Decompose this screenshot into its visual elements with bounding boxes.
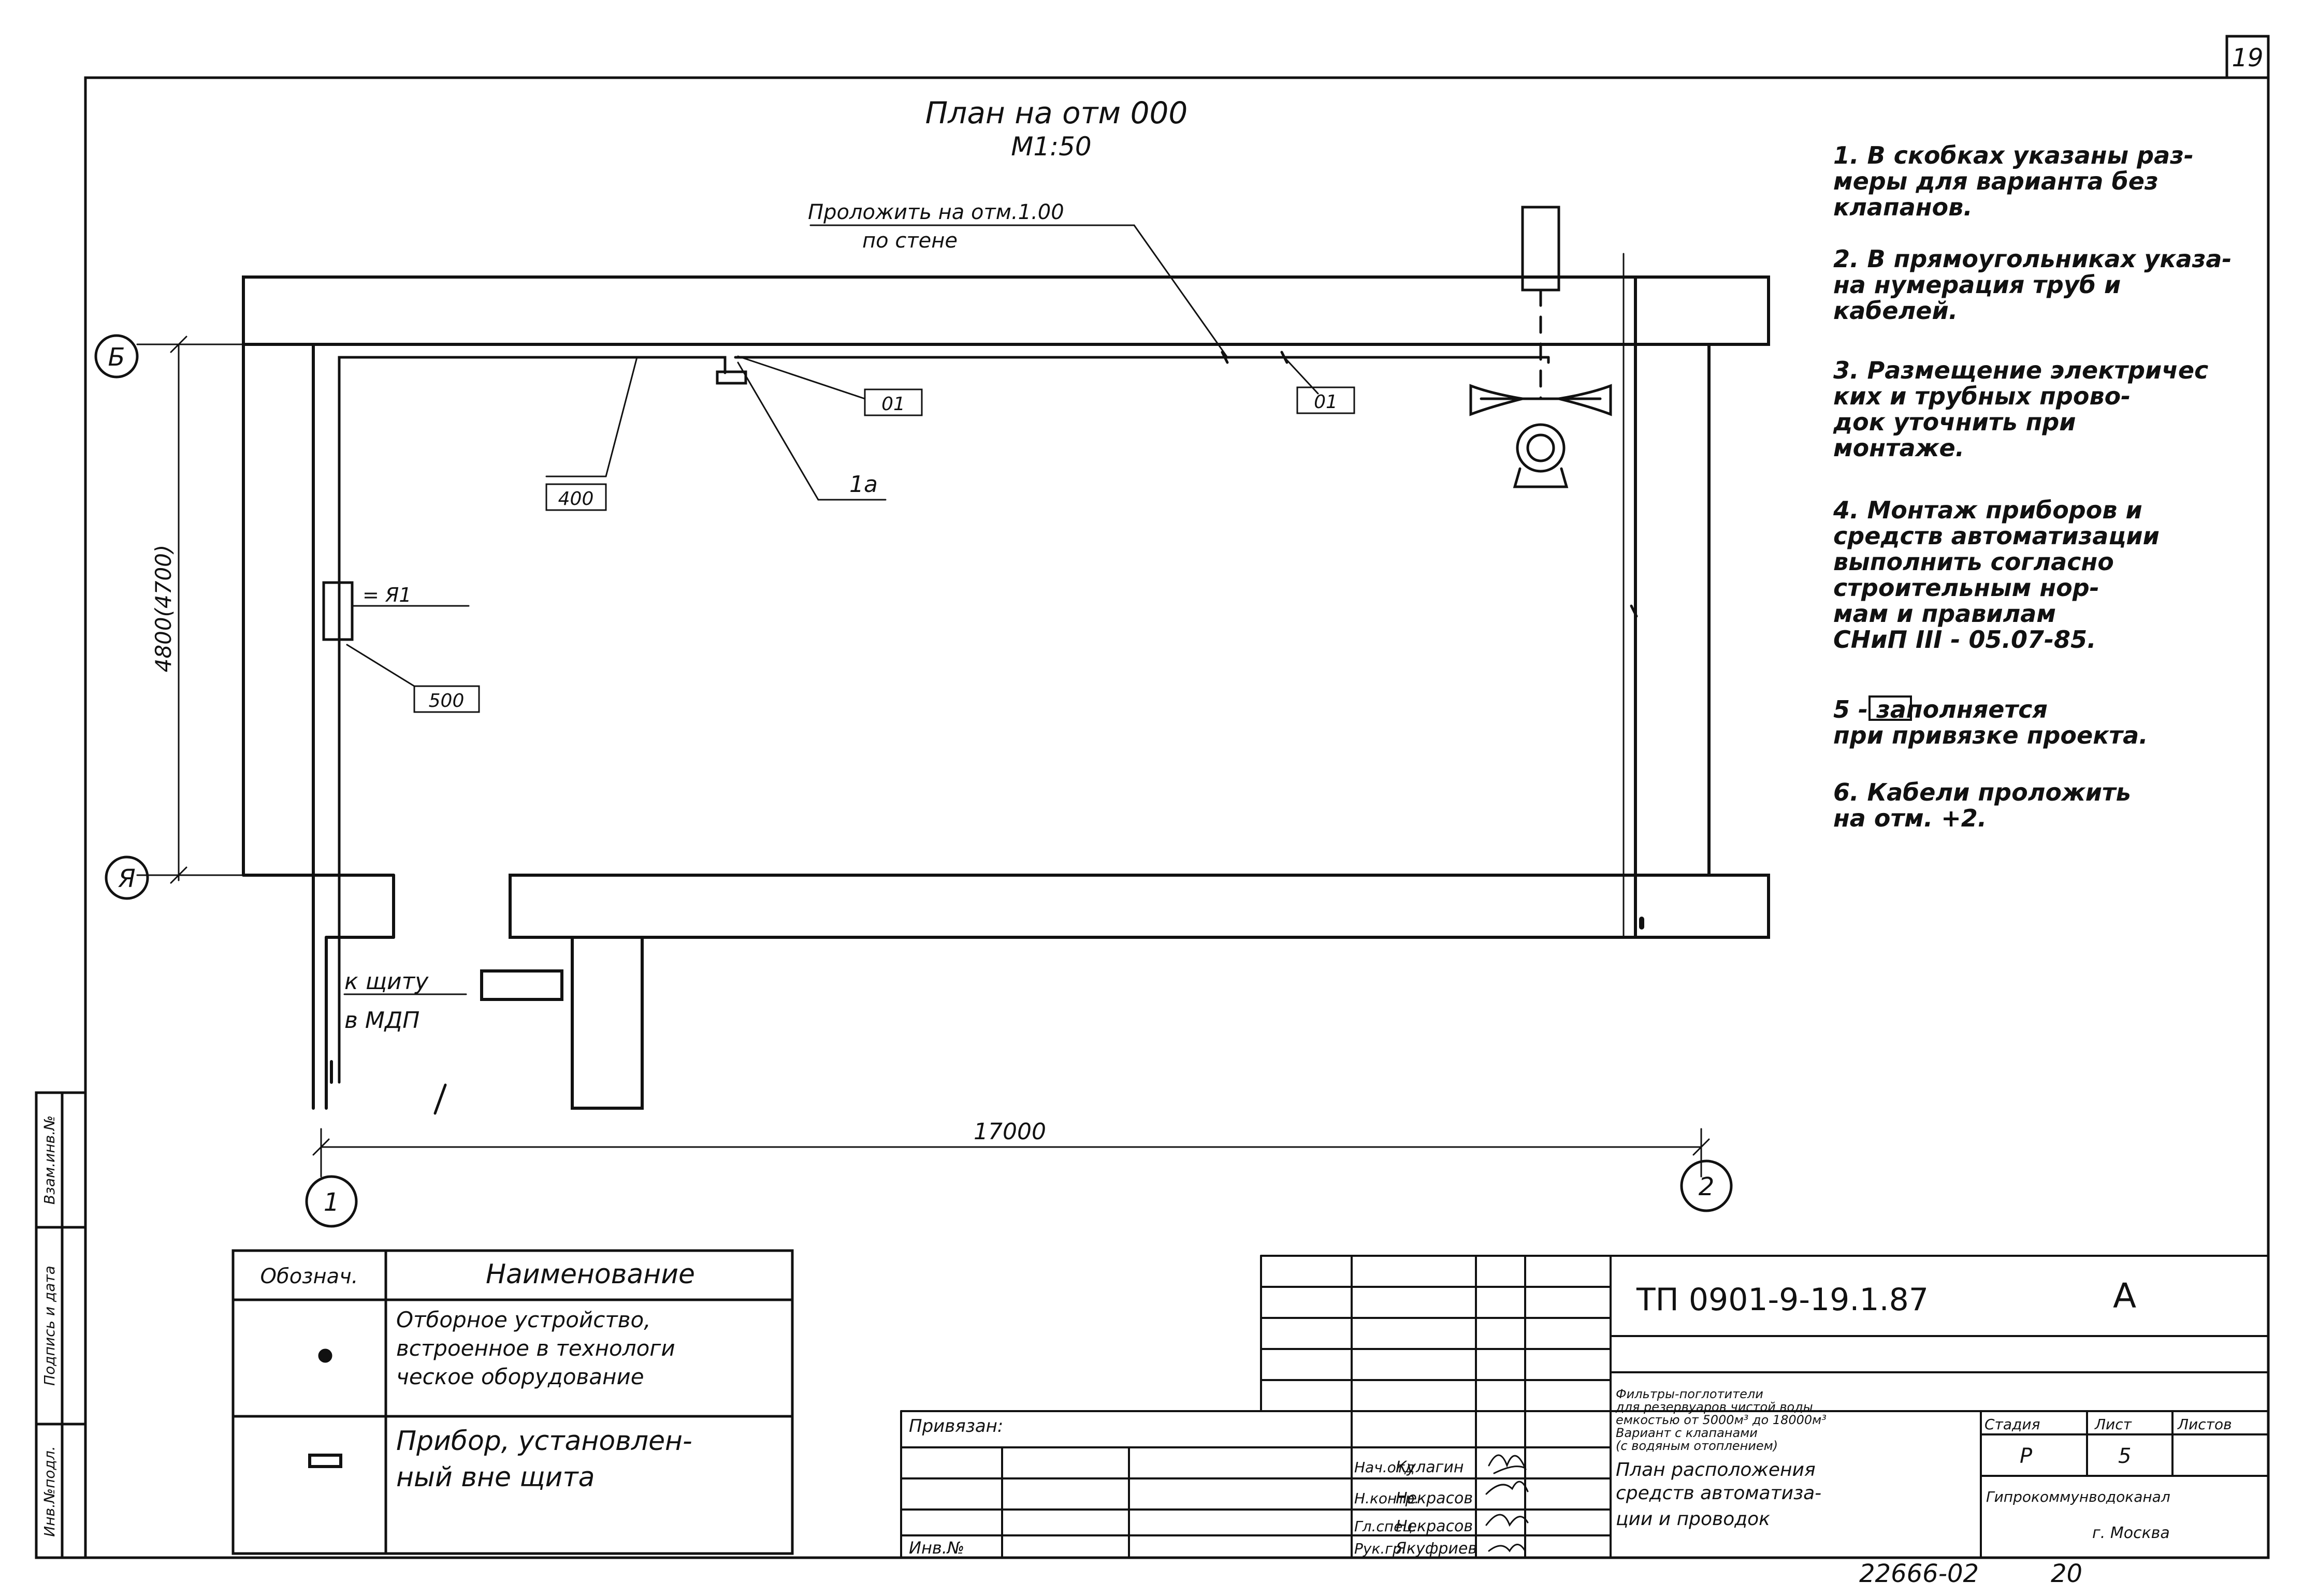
tag-ya1: = Я1 — [363, 584, 412, 606]
description-line: емкостью от 5000м³ до 18000м³ — [1616, 1413, 1827, 1427]
archive-number: 22666-02 — [1859, 1559, 1979, 1588]
drawing-title-line: средств автоматиза- — [1616, 1483, 1821, 1504]
person-name: Некрасов — [1396, 1517, 1473, 1535]
legend-row2-line: ный вне щита — [396, 1462, 595, 1493]
doc-code: ТП 0901-9-19.1.87 — [1636, 1282, 1929, 1318]
sheet-frame — [84, 76, 2270, 1559]
person-name: Кулагин — [1396, 1458, 1464, 1476]
description-line: для резервуаров чистой воды — [1615, 1400, 1813, 1414]
legend-row2-line: Прибор, установлен- — [396, 1426, 692, 1457]
title-block — [900, 1255, 2269, 1559]
list-value: 5 — [2118, 1444, 2131, 1468]
stamp-inv-podl: Инв.№подл. — [41, 1446, 58, 1536]
legend-table — [231, 1249, 794, 1555]
stamp-podpis-data: Подпись и дата — [41, 1266, 58, 1386]
page-number-box — [2225, 35, 2270, 79]
org-city: г. Москва — [2092, 1524, 2170, 1542]
description-line: (с водяным отоплением) — [1616, 1439, 1778, 1453]
inv-no-label: Инв.№ — [909, 1538, 964, 1558]
legend-col-name: Наименование — [486, 1259, 695, 1290]
listov-label: Листов — [2177, 1416, 2232, 1433]
drawing-title-line: ции и проводок — [1616, 1508, 1770, 1530]
dim-vertical: 4800(4700) — [151, 545, 176, 673]
leader-label-1: Проложить на отм.1.00 — [808, 200, 1064, 224]
to-panel-2: в МДП — [344, 1007, 419, 1034]
role-label: Нач.отд — [1354, 1459, 1414, 1476]
leaders-tags — [343, 224, 1355, 995]
side-stamp — [35, 1091, 87, 1559]
archive-sheet: 20 — [2051, 1559, 2082, 1588]
leader-label-2: по стене — [862, 229, 958, 253]
note-5-box — [1868, 695, 1912, 721]
privyazan-label: Привязан: — [909, 1416, 1003, 1437]
tag-1a: 1а — [849, 471, 878, 498]
note-4: 4. Монтаж приборов и средств автоматизац… — [1833, 496, 2160, 654]
person-name: Некрасов — [1396, 1489, 1473, 1507]
dim-horizontal: 17000 — [974, 1119, 1046, 1145]
plan-title: План на отм 000 — [925, 95, 1188, 130]
role-label: Гл.спец. — [1354, 1518, 1417, 1535]
cable-routes — [322, 351, 1644, 1115]
stamp-vzam-inv: Взам.инв.№ — [41, 1115, 58, 1205]
signatures — [1485, 1454, 1529, 1553]
pump-equipment — [1469, 206, 1612, 488]
axis-label-a: Я — [118, 864, 135, 893]
tag-01-left: 01 — [881, 394, 905, 415]
note-6: 6. Кабели проложить на отм. +2. — [1833, 778, 2131, 832]
note-5: 5 - заполняется при привязке проекта. — [1833, 695, 2148, 749]
role-label: Н.контр. — [1354, 1490, 1419, 1507]
axes-dimensions — [94, 334, 1733, 1228]
stadia-value: Р — [2020, 1444, 2033, 1468]
doc-letter: А — [2113, 1276, 2136, 1316]
list-label: Лист — [2094, 1416, 2132, 1433]
legend-row1-line: встроенное в технологи — [396, 1336, 675, 1361]
tag-500: 500 — [429, 690, 465, 712]
tag-400: 400 — [558, 488, 594, 510]
axis-label-b: Б — [108, 343, 125, 372]
stadia-label: Стадия — [1984, 1416, 2040, 1433]
axis-label-2: 2 — [1699, 1172, 1715, 1201]
page-number: 19 — [2232, 43, 2263, 72]
description-line: Фильтры-поглотители — [1616, 1387, 1763, 1401]
person-name: Якуфриев — [1395, 1540, 1477, 1558]
role-label: Рук.гр. — [1354, 1540, 1407, 1557]
axis-label-1: 1 — [324, 1188, 340, 1217]
legend-row1-line: Отборное устройство, — [396, 1307, 651, 1332]
plan-scale: М1:50 — [1011, 132, 1091, 162]
drawing-title-line: План расположения — [1616, 1459, 1816, 1481]
legend-col-designation: Обознач. — [260, 1265, 358, 1288]
to-panel-1: к щиту — [344, 968, 429, 995]
tag-01-right: 01 — [1314, 391, 1338, 413]
note-1: 1. В скобках указаны раз- меры для вариа… — [1833, 141, 2194, 221]
org-name: Гипрокоммунводоканал — [1986, 1488, 2170, 1505]
building-walls — [242, 253, 1770, 1110]
note-2: 2. В прямоугольниках указа- на нумерация… — [1833, 245, 2232, 325]
legend-row1-line: ческое оборудование — [396, 1364, 644, 1389]
note-3: 3. Размещение электричес ких и трубных п… — [1833, 356, 2209, 462]
description-line: Вариант с клапанами — [1616, 1426, 1758, 1440]
